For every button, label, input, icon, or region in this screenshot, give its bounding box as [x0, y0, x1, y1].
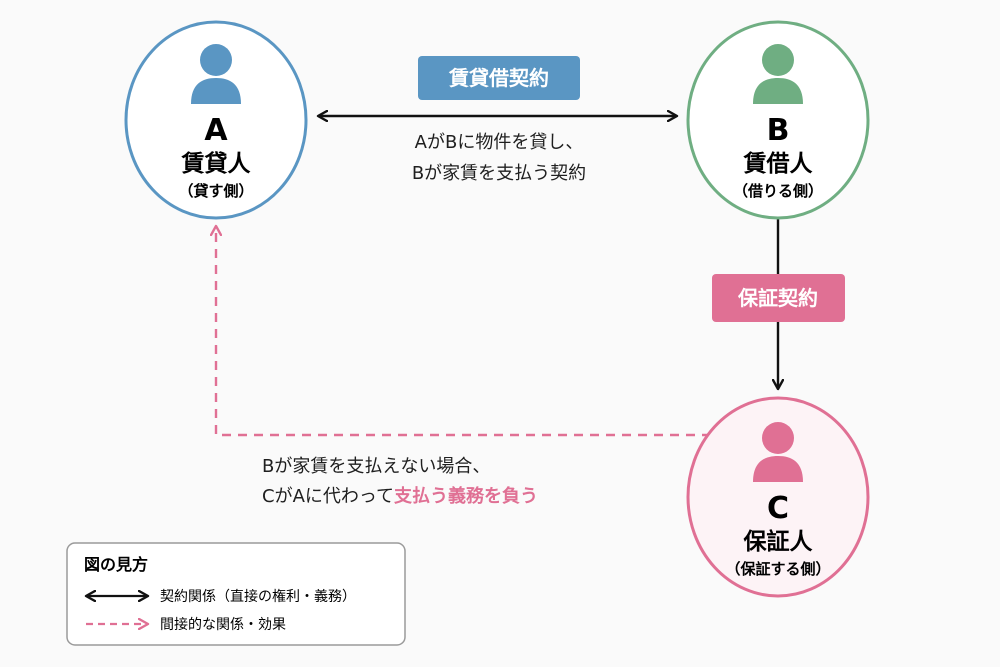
- indirect-relationship-dashed-arrow: [216, 226, 711, 437]
- tenant-role: 賃借人: [743, 151, 814, 177]
- node-lessor: A 賃貸人 （貸す側）: [124, 20, 308, 220]
- guarantor-sub: （保証する側）: [725, 560, 830, 578]
- lease-contract: 賃貸借契約 AがBに物件を貸し、 Bが家賃を支払う契約: [318, 56, 677, 184]
- guarantee-contract: 保証契約: [712, 218, 845, 389]
- person-icon: [753, 422, 803, 482]
- lease-contract-tag-label: 賃貸借契約: [448, 66, 549, 90]
- guarantee-contract-tag: [712, 274, 845, 322]
- guarantor-letter: C: [767, 491, 789, 526]
- legend-title: 図の見方: [84, 555, 148, 574]
- lessor-circle: [124, 20, 308, 220]
- legend-box: [66, 542, 406, 646]
- guarantee-description-highlight: 支払う義務を負う: [393, 485, 538, 507]
- legend-solid-label: 契約関係（直接の権利・義務）: [160, 588, 356, 605]
- lease-contract-tag: [418, 56, 580, 100]
- legend-dashed-label: 間接的な関係・効果: [160, 616, 286, 633]
- legend: 図の見方 契約関係（直接の権利・義務） 間接的な関係・効果: [66, 542, 406, 646]
- guarantee-contract-tag-label: 保証契約: [737, 286, 818, 310]
- guarantee-description-plain: CがAに代わって: [262, 486, 394, 507]
- lease-description-line1: AがBに物件を貸し、: [415, 132, 584, 153]
- person-icon: [191, 44, 241, 104]
- lessor-role: 賃貸人: [181, 150, 252, 177]
- guarantor-circle: [686, 396, 870, 598]
- tenant-circle: [686, 20, 870, 220]
- lessor-letter: A: [204, 113, 228, 148]
- lessor-sub: （貸す側）: [178, 182, 253, 200]
- person-icon: [753, 44, 803, 104]
- indirect-relationship: Bが家賃を支払えない場合、 CがAに代わって支払う義務を負う: [216, 226, 711, 507]
- lease-description-line2: Bが家賃を支払う契約: [412, 163, 586, 184]
- tenant-letter: B: [767, 113, 790, 148]
- node-tenant: B 賃借人 （借りる側）: [686, 20, 870, 220]
- guarantee-description-line1: Bが家賃を支払えない場合、: [262, 456, 490, 477]
- guarantor-role: 保証人: [743, 528, 814, 555]
- guarantee-description-line2: CがAに代わって支払う義務を負う: [262, 485, 538, 507]
- tenant-sub: （借りる側）: [733, 182, 823, 200]
- node-guarantor: C 保証人 （保証する側）: [686, 396, 870, 598]
